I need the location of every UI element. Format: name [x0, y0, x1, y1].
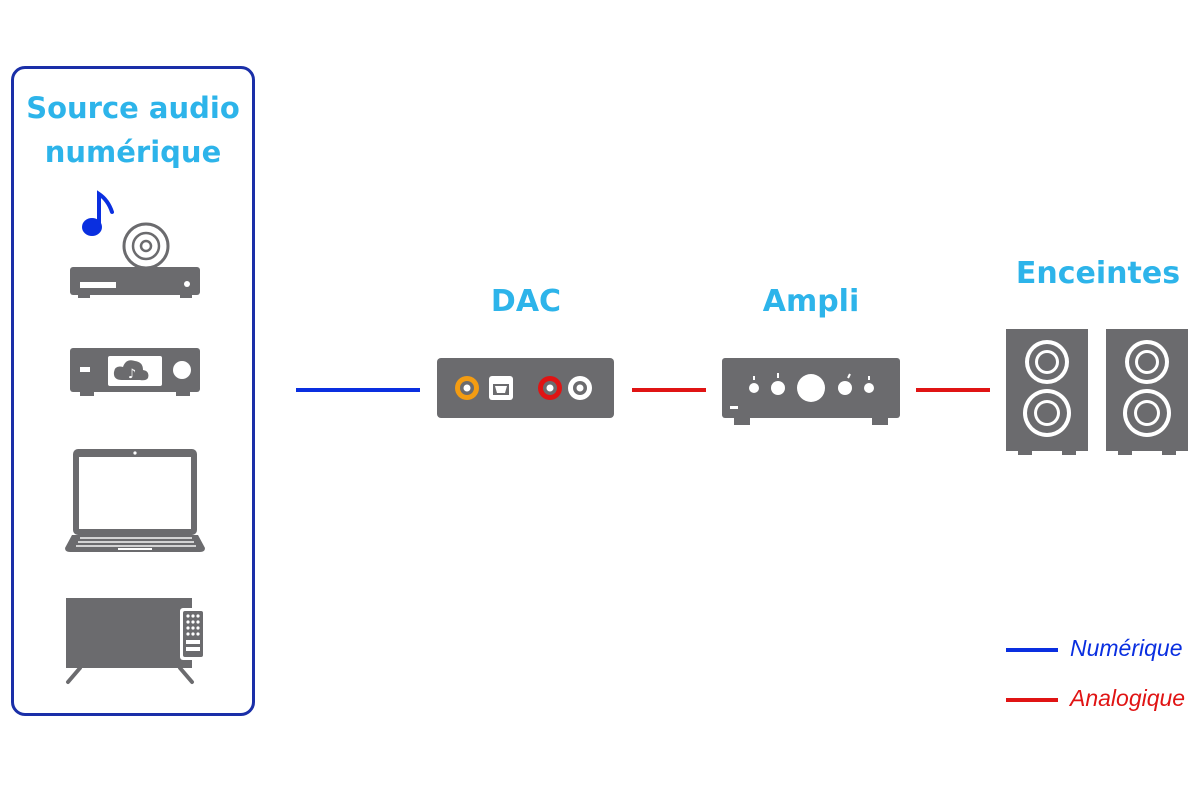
- rca-right-output-icon: [538, 376, 562, 400]
- digital-source-group: [11, 66, 255, 716]
- laptop-icon: [65, 449, 205, 552]
- legend-analog-label: Analogique: [1070, 685, 1186, 711]
- speakers-label: Enceintes: [1015, 256, 1181, 291]
- amp-knob-icon: [771, 373, 785, 395]
- dac-label: DAC: [490, 284, 562, 319]
- cd-player-icon: [70, 222, 200, 298]
- coaxial-input-icon: [455, 376, 479, 400]
- amp-knob-icon: [749, 376, 759, 393]
- tv-icon: [66, 598, 206, 684]
- speaker-right-icon: [1106, 329, 1188, 455]
- speaker-left-icon: [1006, 329, 1088, 455]
- network-streamer-icon: ♪: [70, 348, 200, 396]
- volume-knob-icon: [797, 374, 825, 402]
- usb-input-icon: [489, 376, 513, 400]
- legend-digital-label: Numérique: [1070, 635, 1183, 661]
- rca-left-output-icon: [568, 376, 592, 400]
- source-title: Source audio numérique: [26, 91, 240, 169]
- remote-control-icon: [180, 608, 206, 660]
- amp-knob-icon: [838, 373, 852, 395]
- svg-text:♪: ♪: [128, 367, 136, 382]
- ampli-label: Ampli: [762, 284, 860, 319]
- amp-knob-icon: [864, 376, 874, 393]
- music-note-icon: [82, 190, 114, 236]
- amplifier-icon: [722, 358, 900, 425]
- dac-device-icon: [437, 358, 614, 418]
